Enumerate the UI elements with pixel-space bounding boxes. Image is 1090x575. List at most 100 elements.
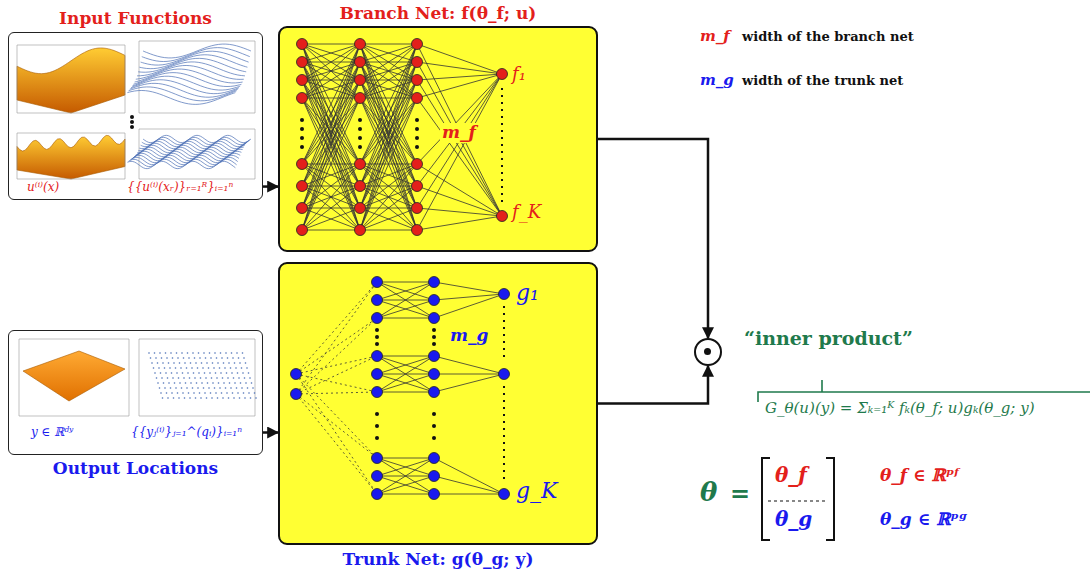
neuron (297, 159, 308, 170)
grid-point (181, 352, 183, 354)
ellipsis-dot (432, 328, 436, 332)
grid-point (198, 372, 200, 374)
grid-point (238, 357, 240, 359)
grid-point (234, 362, 236, 364)
neuron (297, 93, 308, 104)
ellipsis-dot (375, 424, 379, 428)
neuron (412, 203, 423, 214)
grid-point (221, 392, 223, 394)
grid-point (192, 387, 194, 389)
grid-point (150, 357, 152, 359)
panel-title: Input Functions (9, 9, 262, 29)
grid-point (185, 382, 187, 384)
network-link (302, 62, 360, 208)
neuron (355, 181, 366, 192)
network-link (377, 282, 434, 300)
grid-point (244, 397, 246, 399)
neuron (412, 225, 423, 236)
grid-point (225, 352, 227, 354)
network-link (296, 394, 377, 494)
network-link (302, 80, 360, 230)
grid-point (234, 382, 236, 384)
network-link (417, 74, 502, 208)
network-link (296, 318, 377, 394)
network-link (360, 44, 417, 230)
ellipsis-dot (300, 145, 304, 149)
ellipsis-dot (300, 136, 304, 140)
neuron (429, 489, 440, 500)
grid-point (217, 362, 219, 364)
ellipsis-line (501, 88, 503, 203)
network-link (302, 98, 360, 208)
wireframe-line (142, 48, 250, 62)
grid-point (216, 357, 218, 359)
grid-point (154, 372, 156, 374)
grid-point (162, 397, 164, 399)
ellipsis-line (503, 386, 505, 482)
grid-point (219, 367, 221, 369)
ellipsis-dot (432, 342, 436, 346)
wireframe-line (127, 90, 235, 104)
formula: G_θ(u)(y) = Σₖ₌₁ᴷ fₖ(θ_f; u)gₖ(θ_g; y) (765, 400, 1035, 417)
illustration (9, 33, 264, 201)
grid-point (227, 357, 229, 359)
ellipsis-dot (432, 436, 436, 440)
grid-point (242, 352, 244, 354)
ellipsis-dot (358, 118, 362, 122)
grid-point (156, 377, 158, 379)
grid-point (175, 387, 177, 389)
grid-point (214, 352, 216, 354)
grid-point (235, 367, 237, 369)
grid-point (199, 392, 201, 394)
inner-product-bracket (758, 380, 1090, 402)
grid-point (221, 357, 223, 359)
connector-arrow (263, 431, 278, 434)
network-link (377, 458, 434, 494)
plot-frame (139, 41, 255, 113)
wireframe-line (135, 149, 243, 156)
network-link (377, 356, 434, 374)
grid-point (162, 362, 164, 364)
network-link (296, 282, 377, 374)
grid-point (168, 362, 170, 364)
network-link (417, 44, 502, 216)
grid-point (151, 362, 153, 364)
grid-point (165, 372, 167, 374)
wireframe-line (127, 161, 235, 168)
grid-point (201, 382, 203, 384)
network-link (377, 374, 434, 392)
network-link (360, 44, 417, 45)
symbol-label: θ (700, 478, 717, 508)
network-link (434, 294, 504, 300)
grid-point (159, 387, 161, 389)
network-link (296, 374, 377, 494)
math-label: {{u⁽ⁱ⁾(xᵣ)}ᵣ₌₁ᴿ}ᵢ₌₁ⁿ (127, 181, 233, 195)
network-link (296, 394, 377, 458)
grid-point (250, 397, 252, 399)
grid-point (165, 352, 167, 354)
grid-point (157, 362, 159, 364)
network-link (360, 80, 417, 164)
ellipsis-dot (130, 120, 134, 124)
grid-point (186, 387, 188, 389)
grid-point (231, 372, 233, 374)
grid-point (252, 387, 254, 389)
grid-point (188, 392, 190, 394)
ellipsis-dot (300, 118, 304, 122)
grid-point (179, 382, 181, 384)
network-link (302, 62, 360, 164)
grid-point (220, 352, 222, 354)
input-panel: Input Functionsu⁽ⁱ⁾(x){{u⁽ⁱ⁾(xᵣ)}ᵣ₌₁ᴿ}ᵢ₌… (8, 32, 263, 200)
grid-point (214, 387, 216, 389)
grid-point (179, 362, 181, 364)
neuron (372, 387, 383, 398)
plane-plot (23, 351, 125, 401)
grid-point (172, 377, 174, 379)
grid-point (176, 372, 178, 374)
network-link (302, 62, 360, 208)
neuron (372, 489, 383, 500)
plot-frame (17, 133, 125, 179)
network-link (302, 98, 360, 186)
grid-point (226, 372, 228, 374)
network-link (302, 80, 360, 208)
